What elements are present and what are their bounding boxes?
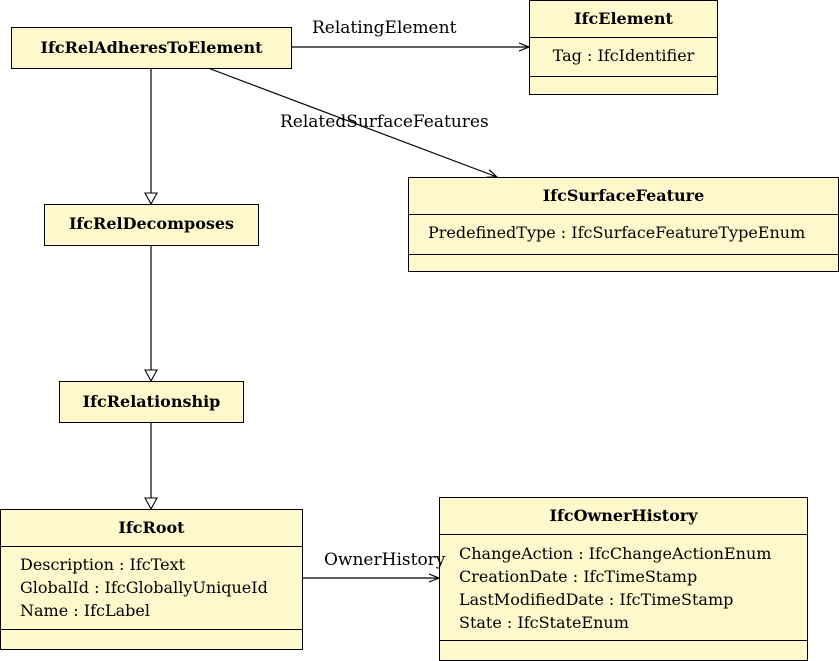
attribute: LastModifiedDate : IfcTimeStamp [459,590,734,609]
attribute-list: ChangeAction : IfcChangeActionEnum Creat… [459,542,807,634]
class-ifcrelationship: IfcRelationship [59,381,244,423]
class-ifcelement: IfcElement Tag : IfcIdentifier [529,0,718,95]
attribute: Description : IfcText [20,555,186,574]
class-ifcroot: IfcRoot Description : IfcText GlobalId :… [0,509,303,650]
attribute: Name : IfcLabel [20,601,150,620]
class-ifcownerhistory: IfcOwnerHistory ChangeAction : IfcChange… [439,497,808,661]
attribute-list: Tag : IfcIdentifier [530,44,717,67]
class-divider [530,76,717,77]
class-divider [409,214,838,215]
class-name: IfcRelationship [82,392,221,411]
class-divider [530,37,717,38]
relating-element-label: RelatingElement [312,18,457,38]
class-divider [1,546,302,547]
class-name: IfcOwnerHistory [549,506,698,525]
class-ifcreladherestoelement: IfcRelAdheresToElement [11,27,292,69]
attribute-list: PredefinedType : IfcSurfaceFeatureTypeEn… [428,221,838,244]
class-name: IfcRoot [118,518,185,537]
owner-history-label: OwnerHistory [324,550,446,570]
class-name: IfcSurfaceFeature [542,186,705,205]
attribute: CreationDate : IfcTimeStamp [459,567,698,586]
class-divider [409,254,838,255]
class-ifcreldecomposes: IfcRelDecomposes [44,204,259,246]
related-surface-features-line [207,67,497,177]
class-name: IfcElement [574,9,673,28]
attribute: PredefinedType : IfcSurfaceFeatureTypeEn… [428,223,806,242]
attribute: GlobalId : IfcGloballyUniqueId [20,578,268,597]
class-divider [440,534,807,535]
class-divider [1,629,302,630]
related-surface-features-label: RelatedSurfaceFeatures [280,112,489,132]
attribute: State : IfcStateEnum [459,613,629,632]
attribute: ChangeAction : IfcChangeActionEnum [459,544,772,563]
class-name: IfcRelDecomposes [68,214,235,233]
attribute-list: Description : IfcText GlobalId : IfcGlob… [20,553,302,622]
class-ifcsurfacefeature: IfcSurfaceFeature PredefinedType : IfcSu… [408,177,839,272]
attribute: Tag : IfcIdentifier [552,46,695,65]
class-name: IfcRelAdheresToElement [40,38,263,57]
class-divider [440,640,807,641]
